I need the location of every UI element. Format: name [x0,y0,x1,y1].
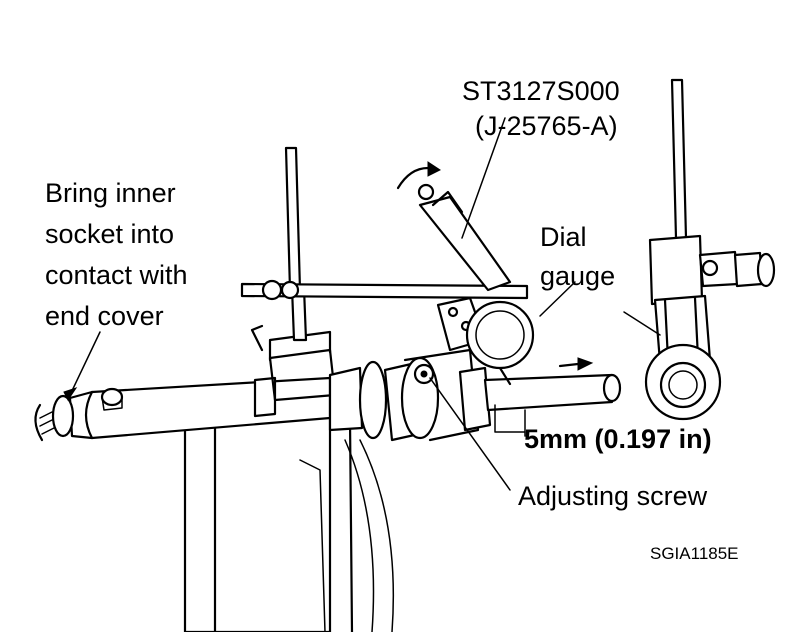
right-arrow-icon [558,357,594,371]
instruction-line-4: end cover [45,301,164,331]
instruction-line-3: contact with [45,260,188,290]
curved-arrow-icon [396,161,441,190]
gear-housing [34,324,337,442]
dial-gauge-detail [644,78,776,421]
instruction-line-1: Bring inner [45,178,176,208]
dial-gauge-small [465,300,535,386]
collar-assembly [328,348,492,442]
output-shaft [483,373,622,437]
instruction-line-2: socket into [45,219,174,249]
tool-alt-number-label: (J-25765-A) [475,111,618,141]
dimension-label: 5mm (0.197 in) [524,424,712,454]
leader-lines [63,117,661,491]
dial-label-line-2: gauge [540,261,615,291]
figure-code: SGIA1185E [650,544,739,563]
adjusting-screw-label: Adjusting screw [518,481,708,511]
vise-block [183,396,395,632]
dial-label-line-1: Dial [540,222,587,252]
tool-number-label: ST3127S000 [462,76,620,106]
dial-stand [240,146,529,342]
